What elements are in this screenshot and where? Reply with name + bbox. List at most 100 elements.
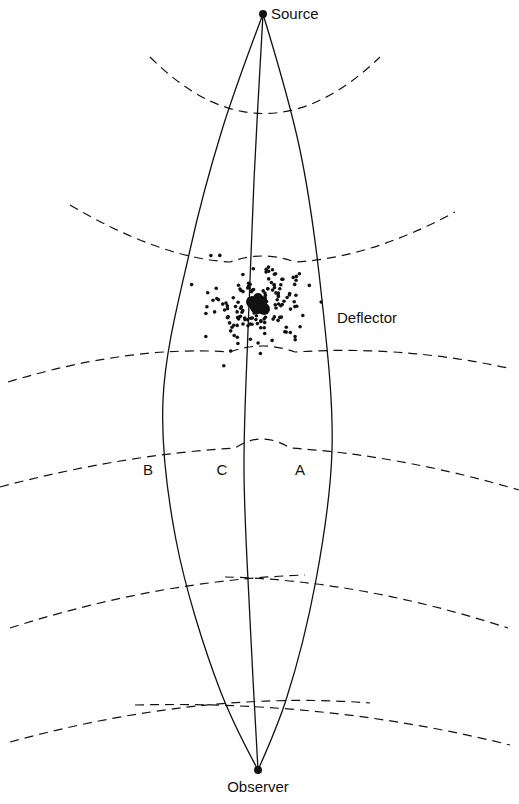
wavefront [8,346,508,382]
wavefront [135,705,510,746]
mass-dot [250,322,254,326]
mass-dot [259,352,263,356]
mass-dot [270,339,274,343]
mass-dot [291,276,295,280]
mass-dot [274,306,278,310]
mass-dot [264,267,268,271]
mass-dot [293,335,297,339]
mass-dot [285,326,289,330]
mass-dot [222,364,226,368]
wavefront [150,57,380,114]
wavefront [10,700,370,742]
light-ray [163,14,263,770]
mass-dot [249,337,253,341]
mass-dot [266,287,270,291]
observer-dot [254,766,262,774]
mass-dot [236,300,240,304]
mass-dot [277,295,281,299]
mass-dot [226,316,230,320]
mass-dot [289,331,293,335]
mass-dot [271,268,275,272]
mass-dot [279,283,283,287]
mass-dot [256,341,260,345]
mass-dot [229,349,233,353]
mass-dot [218,254,222,258]
mass-dot [298,272,302,276]
deflector-label: Deflector [336,310,398,326]
mass-dot [246,324,250,328]
wavefront [225,577,508,628]
observer-label: Observer [226,779,290,795]
light-ray [258,14,332,770]
mass-dot [281,277,285,281]
mass-dot [280,278,284,282]
mass-dot [232,323,236,327]
mass-dot [226,304,230,308]
mass-dot [209,254,213,258]
ray-label: C [216,462,229,478]
mass-dot [282,300,286,304]
ray-label: A [294,462,306,478]
mass-dot [274,272,278,276]
mass-dot [292,300,296,304]
mass-dot [235,324,239,328]
mass-dot [293,283,297,287]
mass-dot [243,318,247,322]
mass-dot [273,286,277,290]
mass-dot [259,319,263,323]
mass-dot [267,277,271,281]
mass-dot [252,267,256,271]
mass-dot [319,300,323,304]
mass-dot [283,330,287,334]
mass-dot [221,302,225,306]
mass-dot [214,286,218,290]
mass-dot [232,296,236,300]
mass-dot [211,299,215,303]
wavefront [10,575,305,628]
mass-dot [264,316,268,320]
mass-dot [223,308,227,312]
mass-dot [285,296,289,300]
mass-dot [293,305,297,309]
mass-dot [308,284,312,288]
mass-dot [236,342,240,346]
mass-dot [289,307,293,311]
mass-dot [266,287,270,291]
light-ray [244,14,263,770]
mass-dot [294,279,298,283]
mass-dot [294,294,298,298]
mass-dot [262,326,266,330]
mass-dot [301,314,305,318]
mass-dot [288,292,292,296]
mass-dot [232,334,236,338]
mass-dot [273,303,277,307]
mass-dot [204,312,208,316]
mass-dot [295,275,299,279]
mass-dot [263,332,267,336]
mass-dot [240,311,244,315]
wavefront [0,439,519,490]
mass-dot [276,319,280,323]
wavefront [70,205,455,262]
mass-dot [255,314,259,318]
source-label: Source [270,6,320,22]
mass-dot [213,310,217,314]
mass-dot [259,326,263,330]
mass-core [257,296,267,306]
mass-dot [254,318,258,322]
mass-dot [249,317,253,321]
mass-dot [205,305,209,309]
mass-dot [237,284,241,288]
mass-dot [247,286,251,290]
mass-dot [261,289,265,293]
ray-label: B [142,462,154,478]
mass-dot [241,273,245,277]
mass-dot [226,315,230,319]
mass-dot [235,310,239,314]
mass-dot [204,335,208,339]
mass-dot [278,287,282,291]
mass-dot [236,335,240,339]
source-dot [259,10,267,18]
